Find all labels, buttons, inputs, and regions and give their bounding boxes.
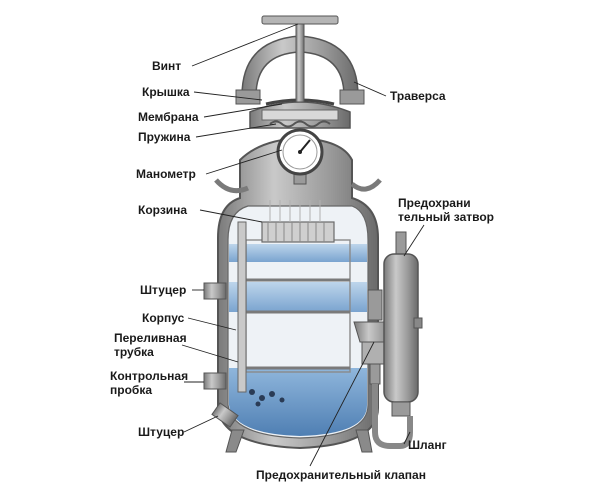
hose: [372, 384, 413, 449]
leader-lines: [181, 23, 425, 467]
label-overflow-1: Переливная: [114, 331, 187, 345]
label-overflow-2: трубка: [114, 345, 154, 359]
screw: [261, 15, 339, 103]
bottom-fitting: [211, 402, 239, 428]
label-lid: Крышка: [142, 85, 190, 99]
side-handle: [214, 178, 250, 194]
label-screw: Винт: [152, 59, 182, 73]
label-fitting-bottom: Штуцер: [138, 425, 185, 439]
label-gauge: Манометр: [136, 167, 196, 181]
label-body: Корпус: [142, 311, 185, 325]
label-safety-valve: Предохранительный клапан: [256, 468, 426, 482]
label-basket: Корзина: [138, 203, 188, 217]
label-control-plug-2: пробка: [110, 383, 152, 397]
overflow-tube: [237, 221, 247, 393]
water-fill: [229, 244, 367, 436]
right-handle: [350, 178, 382, 192]
lid: [249, 101, 351, 129]
spring: [269, 120, 331, 128]
label-fitting-upper: Штуцер: [140, 283, 187, 297]
label-membrane: Мембрана: [138, 110, 199, 124]
side-fitting-upper: [203, 282, 227, 300]
basket: [245, 200, 351, 373]
pressure-gauge: [276, 128, 324, 185]
label-safety-lock-2: тельный затвор: [398, 210, 494, 224]
control-plug: [203, 372, 227, 390]
label-hose: Шланг: [408, 438, 447, 452]
label-traverse: Траверса: [390, 89, 446, 103]
label-control-plug-1: Контрольная: [110, 369, 189, 383]
traverse: [235, 35, 365, 105]
label-spring: Пружина: [138, 130, 191, 144]
legs: [225, 429, 373, 453]
safety-lock: [383, 231, 423, 417]
label-safety-lock-1: Предохрани: [398, 196, 471, 210]
bubbles: [249, 389, 285, 407]
